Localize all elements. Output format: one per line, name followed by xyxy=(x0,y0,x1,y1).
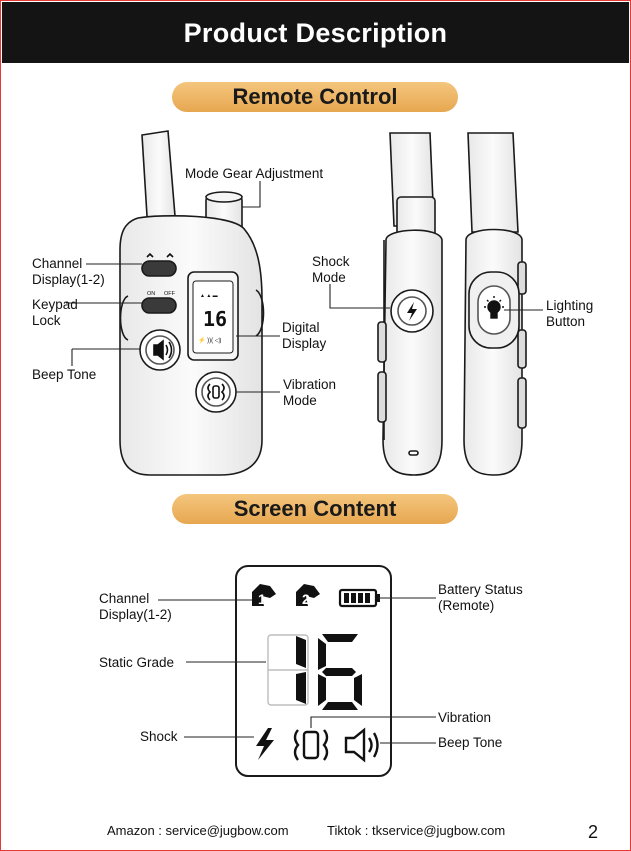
label-lighting-1: Lighting xyxy=(546,298,594,313)
battery-bars xyxy=(344,593,370,603)
mini-screen-glyph: ▲ ▲ ▬ xyxy=(200,293,218,299)
mini-screen xyxy=(192,280,234,354)
header-bar: Product Description xyxy=(2,2,629,63)
beep-waves-icon xyxy=(367,732,379,758)
section-title-remote-control: Remote Control xyxy=(232,84,398,109)
page-number: 2 xyxy=(588,822,599,842)
bulb-icon xyxy=(484,296,504,319)
shock-icon xyxy=(256,728,274,760)
callout-beep xyxy=(71,348,140,366)
label-screen-shock: Shock xyxy=(140,729,178,744)
label-lighting-2: Button xyxy=(546,314,586,329)
vibration-screen-icon xyxy=(293,729,329,761)
footer-amazon: Amazon : service@jugbow.com xyxy=(107,823,289,838)
speaker-icon xyxy=(153,339,164,361)
side-grip-right xyxy=(255,289,265,337)
label-mode-gear: Mode Gear Adjustment xyxy=(185,166,324,181)
screen-callouts xyxy=(158,597,436,744)
label-screen-vibration: Vibration xyxy=(438,710,492,725)
beep-speaker-icon xyxy=(344,727,366,763)
label-static-grade: Static Grade xyxy=(99,655,175,670)
lcd-screen: 1 2 xyxy=(235,565,392,777)
front-icons: ▲ ▲ ▬ 16 ⚡ ))( ◁) xyxy=(146,252,227,401)
back-antenna xyxy=(467,132,519,233)
callout-screen-vibration xyxy=(310,716,436,728)
ghost-segments xyxy=(267,634,309,706)
label-channel-2: Display(1-2) xyxy=(32,272,105,287)
remote-callouts xyxy=(66,181,543,393)
section-title-screen-content: Screen Content xyxy=(233,496,397,521)
knob-top xyxy=(205,191,243,203)
label-vibration-1: Vibration xyxy=(283,377,337,392)
section-screen-content: Screen Content xyxy=(172,494,458,524)
back-grip-top xyxy=(517,261,527,295)
label-screen-channel-1: Channel xyxy=(99,591,150,606)
page-title: Product Description xyxy=(183,18,448,48)
mini-digits: 16 xyxy=(203,307,227,331)
side-port xyxy=(408,450,419,456)
label-battery-1: Battery Status xyxy=(438,582,523,597)
section-remote-control: Remote Control xyxy=(172,82,458,112)
side-body xyxy=(382,229,443,476)
callout-shock xyxy=(329,284,390,309)
label-vibration-2: Mode xyxy=(283,393,317,408)
side-remote xyxy=(377,132,443,476)
back-grip-mid xyxy=(517,329,527,369)
back-body xyxy=(463,228,523,476)
label-digital-2: Display xyxy=(282,336,327,351)
channel-number-1: 1 xyxy=(258,591,266,607)
label-keypad-1: Keypad xyxy=(32,297,78,312)
vibration-icon xyxy=(207,383,225,401)
channel-dog-icons xyxy=(146,252,174,258)
sound-waves-icon xyxy=(165,341,173,359)
label-beep-tone: Beep Tone xyxy=(32,367,97,382)
label-shock-2: Mode xyxy=(312,270,346,285)
side-grip-bottom xyxy=(377,371,387,423)
footer-tiktok: Tiktok : tkservice@jugbow.com xyxy=(327,823,506,838)
side-grip-top xyxy=(377,321,387,363)
dog-head-icon-2 xyxy=(296,584,320,606)
callout-mode-gear xyxy=(242,181,261,208)
label-battery-2: (Remote) xyxy=(438,598,495,613)
side-grip-left xyxy=(119,295,129,341)
dog-head-icon-1 xyxy=(252,584,276,606)
keypad-lock-switch[interactable] xyxy=(141,297,177,314)
label-screen-beep: Beep Tone xyxy=(438,735,503,750)
channel-number-2: 2 xyxy=(302,591,310,607)
channel-switch[interactable] xyxy=(141,260,177,277)
vibration-button[interactable] xyxy=(201,377,231,407)
label-shock-1: Shock xyxy=(312,254,350,269)
switch-off-label: OFF xyxy=(164,291,176,297)
digit-six xyxy=(318,634,362,710)
switch-on-label: ON xyxy=(147,291,155,297)
vibration-core-icon xyxy=(212,385,220,399)
back-grip-bottom xyxy=(517,377,527,429)
lightning-icon xyxy=(407,302,417,321)
label-screen-channel-2: Display(1-2) xyxy=(99,607,172,622)
label-channel-1: Channel xyxy=(32,256,83,271)
label-digital-1: Digital xyxy=(282,320,320,335)
mini-screen-icons: ⚡ ))( ◁) xyxy=(198,336,221,344)
label-keypad-2: Lock xyxy=(32,313,61,328)
digit-one xyxy=(296,636,306,704)
lcd-frame xyxy=(235,565,392,777)
